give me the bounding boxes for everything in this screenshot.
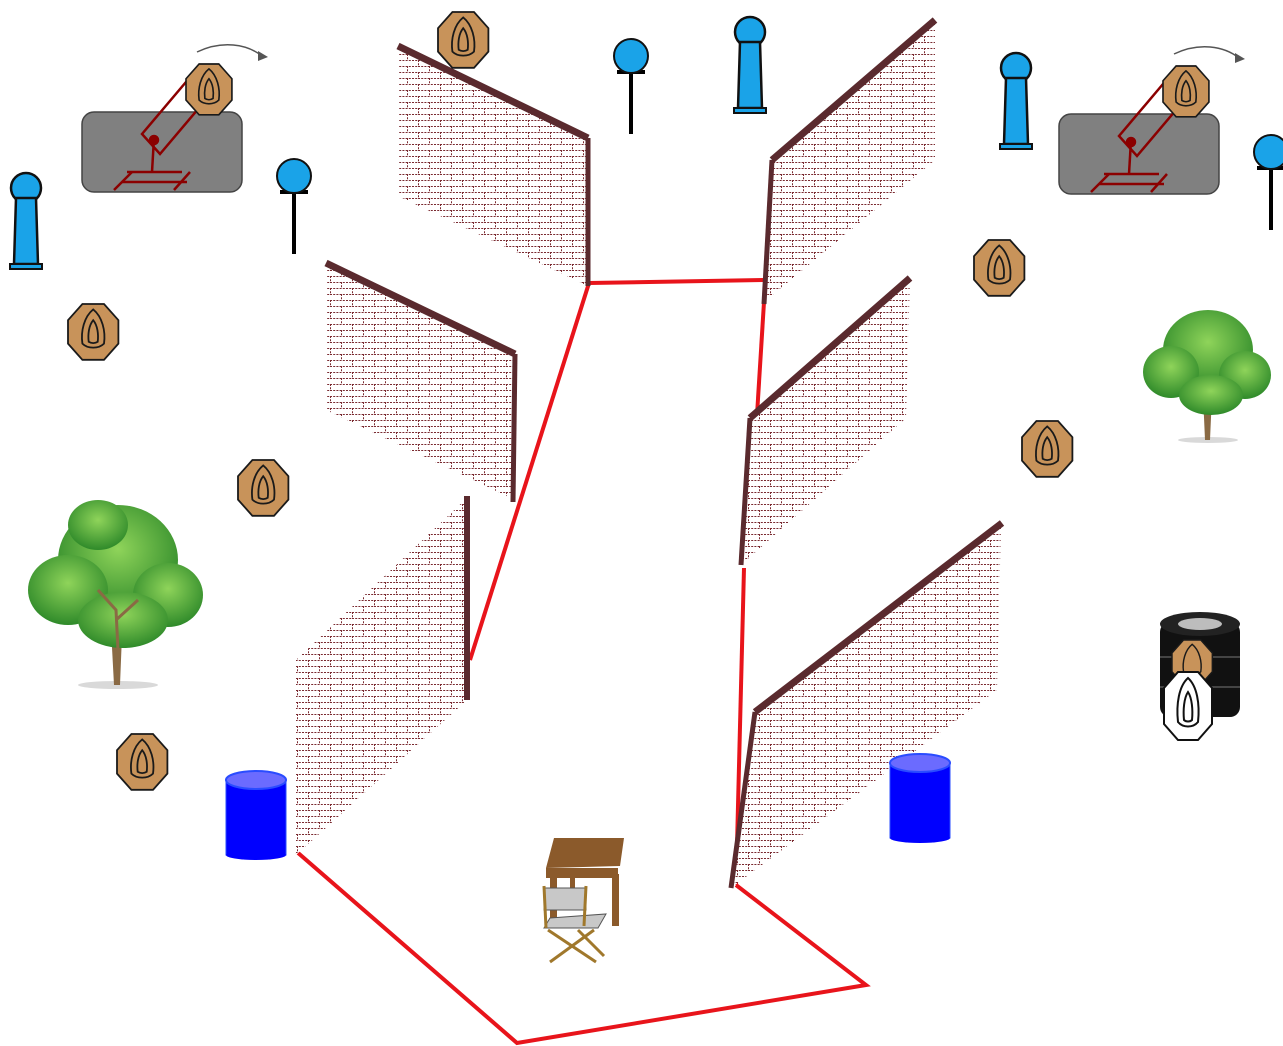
rotation-arrow-icon [1173,46,1240,59]
paper-targets [67,11,1074,791]
brick-wall-icon [761,17,938,305]
barrel-icon [225,770,287,860]
brick-wall-icon [396,42,591,286]
fault-line-right-upper [755,301,766,416]
rotation-arrow-icon [196,44,263,57]
brick-wall-icon [296,496,470,855]
octagon-target-icon [185,63,233,116]
tree-icon [1143,310,1271,443]
swinging-target-right [1058,46,1245,195]
steel-plate-icon [276,158,312,254]
steel-poppers [9,15,1033,270]
steel-popper-icon [999,51,1033,150]
octagon-target-icon [67,303,120,361]
barrel-icon [889,753,951,843]
fault-line-bottom [295,850,871,1046]
steel-plates [276,38,1283,254]
steel-popper-icon [9,171,43,270]
brick-wall-icon [738,275,913,566]
octagon-target-icon [1021,420,1074,478]
fault-line-left [468,282,591,661]
mover-frame [1090,82,1183,193]
octagon-target-icon [237,459,290,517]
octagon-target-icon [973,239,1026,297]
tire-stack-icon [1160,612,1240,741]
steel-plate-icon [1253,134,1283,230]
no-shoot-target-icon [1163,671,1213,741]
brick-wall-icon [324,259,518,503]
octagon-target-icon [1162,65,1210,118]
walls [296,17,1005,889]
brick-wall-icon [728,520,1005,889]
steel-plate-icon [613,38,649,134]
table-and-chair-icon [542,838,624,964]
swinging-target-left [81,44,268,193]
steel-popper-icon [733,15,767,114]
octagon-target-icon [116,733,169,791]
fault-line-top [588,278,765,285]
octagon-target-icon [437,11,490,69]
tree-icon [28,500,203,689]
